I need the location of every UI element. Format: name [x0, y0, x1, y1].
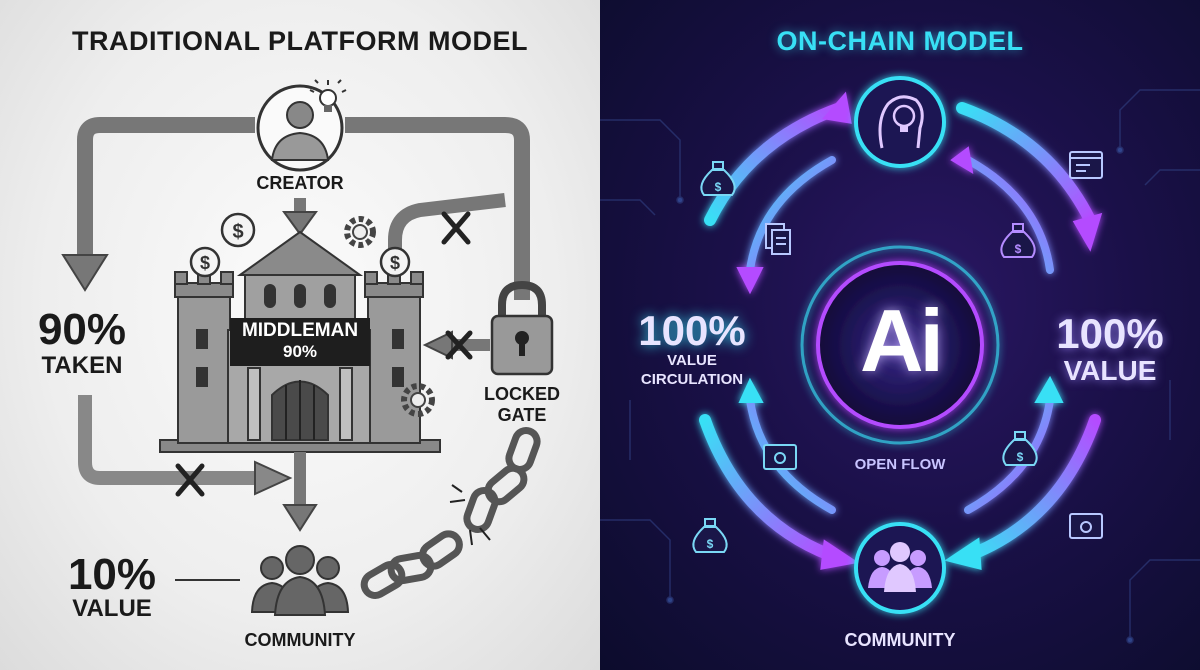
svg-text:$: $ [390, 253, 400, 273]
break-spark-icon [449, 484, 491, 546]
community-label-right: COMMUNITY [844, 630, 956, 650]
middleman-percent: 90% [282, 342, 318, 361]
svg-text:$: $ [200, 253, 210, 273]
taken-label: TAKEN [41, 352, 123, 379]
banknote-icon [763, 444, 797, 470]
locked-gate-label-line1: LOCKED [484, 384, 560, 404]
gear-icon [344, 216, 376, 248]
open-flow-label: OPEN FLOW [854, 456, 946, 473]
blocked-x-icon [175, 463, 205, 497]
creator-avatar [256, 84, 344, 172]
traditional-title: TRADITIONAL PLATFORM MODEL [72, 26, 528, 56]
locked-flow-arrow [345, 117, 530, 300]
blocked-return-arrow [78, 395, 255, 485]
flow-arrow-bottom-left [699, 414, 836, 561]
circulation-label-line1: VALUE [667, 352, 717, 369]
value-label: VALUE [72, 595, 152, 622]
dollar-coin-icon: $ [220, 212, 256, 248]
middleman-banner [230, 318, 370, 366]
money-bag-icon [1002, 431, 1038, 466]
on-chain-title: ON-CHAIN MODEL [776, 26, 1024, 56]
padlock-icon [490, 280, 554, 376]
money-bag-icon [692, 518, 728, 553]
ai-logo-text: Ai [860, 291, 944, 390]
community-node [854, 522, 946, 614]
circuit-background [600, 89, 1200, 644]
browser-window-icon [1069, 151, 1103, 179]
broken-chain-icon [360, 427, 541, 599]
lightbulb-icon [309, 79, 347, 112]
taken-flow-arrow [77, 117, 255, 255]
money-bag-icon [700, 161, 736, 196]
taken-percent: 90% [37, 305, 127, 354]
flow-arrow-bottom-right [964, 414, 1101, 561]
flow-arrow-top-right [956, 102, 1096, 226]
svg-text:$: $ [1017, 450, 1024, 464]
circulation-percent: 100% [638, 307, 746, 354]
dollar-coin-icon: $ [189, 246, 221, 278]
svg-text:$: $ [1015, 242, 1022, 256]
svg-text:$: $ [715, 180, 722, 194]
flow-arrow-top-left [704, 102, 846, 226]
banknote-icon [1069, 513, 1103, 539]
traditional-diagram: $ $ $ [61, 79, 554, 616]
on-chain-panel: $ $ $ $ ON-CHAIN MODEL Ai 100% VALUE [600, 0, 1200, 670]
value-label-right: VALUE [1063, 355, 1157, 386]
community-label-left: COMMUNITY [244, 630, 356, 650]
on-chain-diagram: $ $ $ $ [600, 76, 1200, 644]
svg-text:$: $ [707, 537, 714, 551]
creator-label: CREATOR [256, 173, 344, 193]
middleman-castle [159, 230, 441, 453]
middleman-label: MIDDLEMAN [241, 320, 359, 341]
circulation-label-line2: CIRCULATION [640, 371, 744, 388]
svg-text:$: $ [232, 221, 243, 243]
document-icon [765, 223, 791, 255]
blocked-x-icon-2 [441, 211, 471, 245]
value-percent-right: 100% [1056, 310, 1164, 357]
value-percent: 10% [67, 550, 157, 599]
money-bag-icon [1000, 223, 1036, 258]
dollar-coin-icon: $ [379, 246, 411, 278]
ai-core [800, 245, 1000, 445]
community-icon [250, 545, 350, 616]
traditional-panel: $ $ $ [0, 0, 600, 670]
blocked-x-icon-3 [445, 330, 473, 360]
creator-node [854, 76, 946, 168]
gear-icon [401, 383, 435, 417]
locked-gate-label-line2: GATE [497, 405, 547, 425]
